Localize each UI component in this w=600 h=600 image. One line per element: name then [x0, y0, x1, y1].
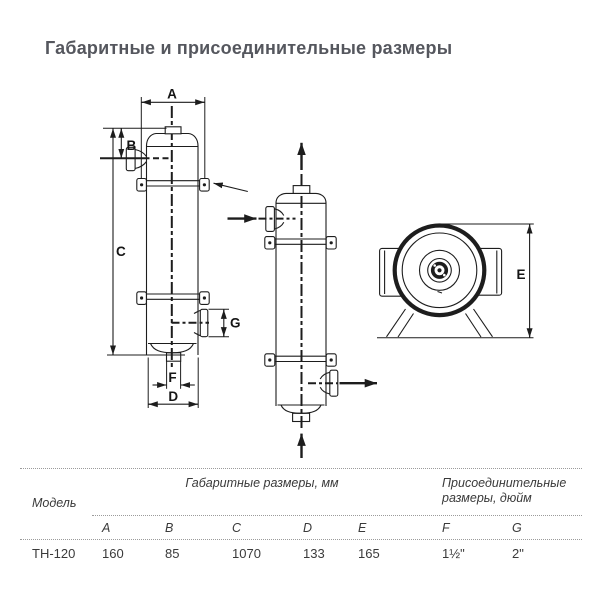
- table-col-b: B: [165, 521, 174, 535]
- table-col-a: A: [102, 521, 111, 535]
- table-value-f: 1½": [442, 546, 465, 561]
- dim-label-e: E: [517, 267, 526, 282]
- dim-G: G: [208, 308, 241, 338]
- dim-label-a: A: [167, 87, 177, 102]
- table-value-d: 133: [303, 546, 325, 561]
- dim-D: D: [147, 357, 199, 408]
- table-value-model: TH-120: [32, 546, 76, 561]
- dim-A: A: [140, 87, 206, 179]
- connections-header-line1: Присоединительные: [442, 476, 567, 490]
- table-top-rule: [20, 468, 582, 469]
- table-value-a: 160: [102, 546, 124, 561]
- table-model-header: Модель: [32, 496, 77, 510]
- table-value-g: 2": [512, 546, 524, 561]
- inlet-port: [227, 206, 296, 232]
- clamp-band-upper: [136, 177, 210, 192]
- table-mid-rule: [92, 515, 582, 516]
- dim-label-g: G: [230, 316, 241, 331]
- dim-C: C: [107, 128, 185, 356]
- table-value-b: 85: [165, 546, 180, 561]
- dim-B: B: [100, 127, 172, 160]
- table-value-e: 165: [358, 546, 380, 561]
- spec-table: Модель Габаритные размеры, мм Присоедини…: [20, 468, 582, 565]
- table-col-d: D: [303, 521, 313, 535]
- bottom-fitting: [292, 412, 311, 423]
- dim-label-b: B: [127, 138, 137, 153]
- dim-F: F: [152, 361, 195, 389]
- dim-label-f: F: [168, 370, 176, 385]
- bottom-fitting: [165, 352, 182, 362]
- table-group-header-dimensions: Габаритные размеры, мм: [185, 476, 339, 490]
- vessel-front-view: [227, 142, 377, 458]
- outlet-port: [308, 369, 377, 397]
- table-col-g: G: [512, 521, 522, 535]
- clamp-band-upper: [264, 236, 337, 250]
- side-port-lower: [171, 308, 209, 338]
- center-hub: [427, 257, 452, 283]
- table-group-header-row: Модель Габаритные размеры, мм Присоедини…: [20, 469, 582, 515]
- table-row: TH-120 160 85 1070 133 165 1½" 2": [20, 540, 582, 565]
- table-column-letters-row: A B C D E F G: [20, 516, 582, 539]
- clamp-band-lower: [136, 291, 210, 305]
- clamp-band-lower: [264, 353, 337, 367]
- table-col-c: C: [232, 521, 242, 535]
- dim-label-c: C: [116, 244, 126, 259]
- dim-E: E: [441, 223, 534, 338]
- dim-label-d: D: [168, 389, 178, 404]
- top-fitting: [164, 126, 182, 135]
- table-value-c: 1070: [232, 546, 261, 561]
- vessel-end-view: [377, 223, 534, 339]
- connections-header-line2: размеры, дюйм: [442, 491, 532, 505]
- table-col-f: F: [442, 521, 450, 535]
- top-fitting: [292, 185, 311, 194]
- support-legs: [377, 308, 534, 339]
- dimension-diagram: A B C G: [100, 87, 534, 458]
- table-col-e: E: [358, 521, 367, 535]
- table-letters-rule: [20, 539, 582, 540]
- page-title: Габаритные и присоединительные размеры: [45, 38, 453, 58]
- clamp-leader-arrow: [213, 182, 248, 193]
- table-group-header-connections: Присоединительные размеры, дюйм: [432, 469, 582, 515]
